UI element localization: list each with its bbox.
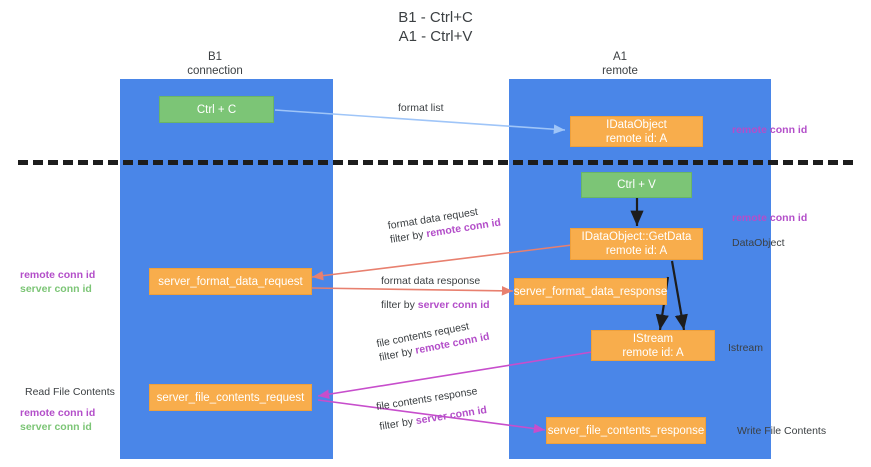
node-idataobject-line2: remote id: A <box>605 132 668 145</box>
node-ctrl-v[interactable]: Ctrl + V <box>581 172 692 198</box>
annotation-left-server-conn-id-2: server conn id <box>20 421 92 433</box>
filter-by-prefix-4: filter by <box>378 415 417 433</box>
edge-label-format-list-text: format list <box>398 102 444 114</box>
annotation-remote-conn-id-mid: remote conn id <box>732 212 808 224</box>
edge-label-file-contents-request: file contents request filter by remote c… <box>375 316 491 365</box>
annotation-left-remote-conn-id: remote conn id <box>20 269 96 281</box>
column-header-a1-role: remote <box>602 65 638 77</box>
filter-by-prefix-2: filter by <box>381 299 418 311</box>
node-ctrl-c-label: Ctrl + C <box>196 103 237 116</box>
annotation-istream: Istream <box>728 342 764 354</box>
page-title-line1: B1 - Ctrl+C <box>398 9 473 26</box>
column-header-b1-role: connection <box>187 65 243 77</box>
annotation-write-file-contents: Write File Contents <box>737 425 827 437</box>
column-header-b1-name: B1 <box>207 51 223 63</box>
edge-label-file-contents-response: file contents response filter by server … <box>375 383 488 434</box>
keyword-server-conn-id-2: server conn id <box>414 403 488 428</box>
column-header-a1-name: A1 <box>612 51 628 63</box>
page-title-line2: A1 - Ctrl+V <box>398 28 473 45</box>
node-server-file-contents-response[interactable]: server_file_contents_response <box>546 417 706 444</box>
section-divider <box>18 160 853 165</box>
keyword-server-conn-id: server conn id <box>417 299 490 311</box>
node-idataobject-line1: IDataObject <box>606 118 667 131</box>
node-server-format-data-request-label: server_format_data_request <box>158 275 303 288</box>
edge-label-format-data-response-line2: filter by server conn id <box>381 298 490 312</box>
annotation-left-server-conn-id: server conn id <box>20 283 92 295</box>
node-getdata-line1: IDataObject::GetData <box>581 231 692 243</box>
node-ctrl-v-label: Ctrl + V <box>617 179 656 191</box>
annotation-remote-conn-id-top: remote conn id <box>732 124 808 136</box>
edge-label-format-data-request: format data request filter by remote con… <box>387 202 502 247</box>
annotation-read-file-contents: Read File Contents <box>25 386 115 398</box>
edge-label-format-data-response: format data response filter by server co… <box>381 274 490 312</box>
annotation-left-remote-conn-id-2: remote conn id <box>20 407 96 419</box>
node-istream[interactable]: IStream remote id: A <box>591 330 715 361</box>
node-ctrl-c[interactable]: Ctrl + C <box>159 96 274 123</box>
node-server-format-data-request[interactable]: server_format_data_request <box>149 268 312 295</box>
edge-label-format-list: format list <box>398 101 444 115</box>
annotation-dataobject: DataObject <box>732 237 785 249</box>
node-idataobject[interactable]: IDataObject remote id: A <box>570 116 703 147</box>
node-istream-line2: remote id: A <box>622 346 684 359</box>
node-getdata-line2: remote id: A <box>605 245 668 257</box>
node-server-file-contents-response-label: server_file_contents_response <box>547 424 705 437</box>
node-istream-line1: IStream <box>632 332 674 345</box>
node-server-format-data-response-label: server_format_data_response <box>513 285 668 298</box>
edge-label-format-data-response-line1: format data response <box>381 275 481 287</box>
node-server-file-contents-request[interactable]: server_file_contents_request <box>149 384 312 411</box>
node-server-file-contents-request-label: server_file_contents_request <box>156 391 305 404</box>
node-idataobject-getdata[interactable]: IDataObject::GetData remote id: A <box>570 228 703 260</box>
node-server-format-data-response[interactable]: server_format_data_response <box>514 278 667 305</box>
